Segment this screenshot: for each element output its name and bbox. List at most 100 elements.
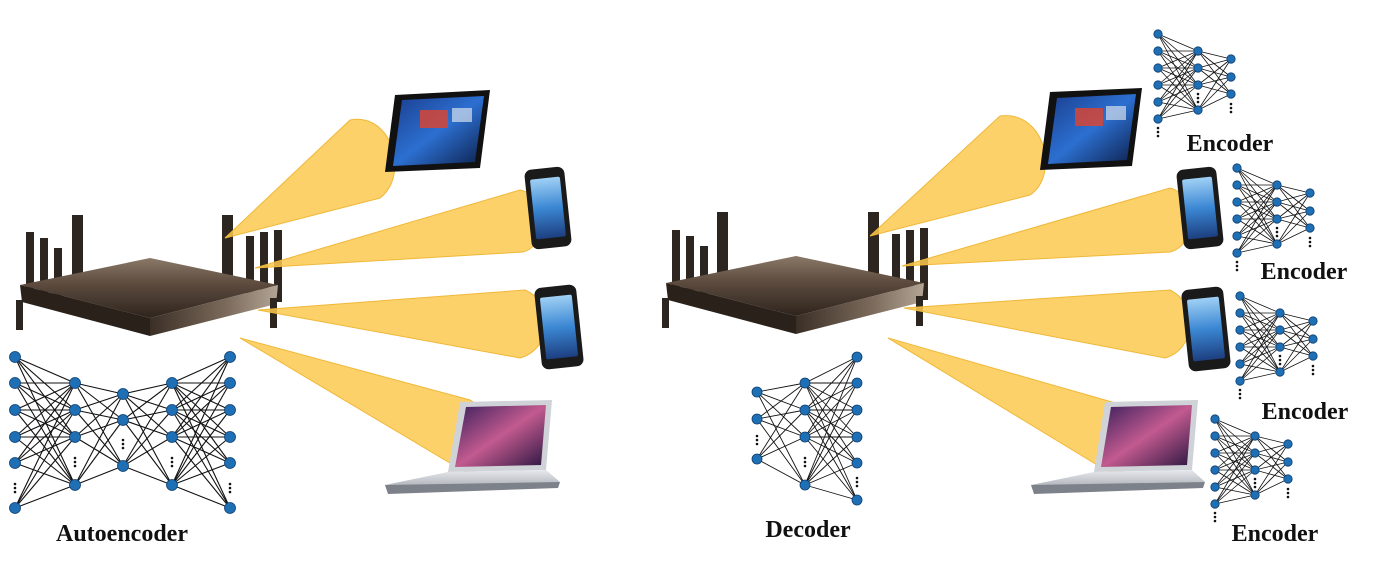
beam-to-phone-2 [257,289,547,359]
nn-node [1250,490,1260,500]
nn-ellipsis-dot [1308,244,1312,248]
nn-node [224,404,236,416]
nn-edge [1236,184,1278,203]
nn-edge [1276,184,1311,212]
encoder-network-2 [1232,163,1315,272]
nn-edge [1214,435,1256,488]
nn-edge [74,465,124,486]
nn-edge [804,436,858,501]
nn-node [799,377,811,389]
nn-node [1193,80,1203,90]
nn-node [751,386,763,398]
nn-ellipsis-dot [1238,392,1242,396]
nn-ellipsis-dot [1156,130,1160,134]
laptop-right [1031,400,1205,494]
nn-ellipsis-dot [803,464,807,468]
nn-ellipsis-dot [1275,226,1279,230]
nn-edge [1236,235,1278,245]
nn-edge [1236,243,1278,254]
nn-ellipsis-dot [1238,388,1242,392]
nn-ellipsis-dot [1213,511,1217,515]
nn-edge [804,409,858,464]
nn-edge [1239,295,1281,314]
nn-node [1272,180,1282,190]
nn-edge [1214,435,1256,471]
nn-edge [122,409,173,467]
nn-edge [1239,346,1281,382]
nn-edge [1157,50,1199,111]
nn-edge [1197,93,1232,111]
nn-edge [14,382,76,509]
label-decoder: Decoder [765,517,851,543]
nn-edge [1214,418,1256,437]
nn-ellipsis-dot [855,484,859,488]
nn-edge [74,419,124,438]
nn-edge [1214,452,1256,496]
nn-node [117,388,129,400]
nn-node [1283,474,1293,484]
beam-to-tablet-r [869,115,1046,237]
nn-edge [1197,76,1232,86]
nn-node [69,479,81,491]
nn-edge [1254,435,1289,445]
nn-edge [1239,312,1281,348]
nn-ellipsis-dot [855,476,859,480]
nn-node [1235,342,1245,352]
nn-edge [1157,50,1199,120]
nn-edge [74,393,124,411]
nn-node [1308,351,1318,361]
nn-edge [1239,346,1281,373]
nn-edge [1236,167,1278,245]
nn-edge [1279,338,1314,348]
nn-ellipsis-dot [1253,481,1257,485]
nn-node [1275,342,1285,352]
nn-edge [1239,312,1281,382]
nn-ellipsis-dot [1196,100,1200,104]
nn-edge [804,436,858,464]
nn-edge [756,382,806,420]
nn-edge [14,484,76,509]
nn-edge [756,418,806,438]
nn-node [166,377,178,389]
nn-node [1153,97,1163,107]
nn-ellipsis-dot [1229,110,1233,114]
nn-edge [1197,58,1232,86]
nn-ellipsis-dot [1308,240,1312,244]
nn-edge [1279,320,1314,373]
nn-node [851,494,863,506]
nn-node [166,479,178,491]
nn-edge [1236,218,1278,254]
nn-ellipsis-dot [13,482,17,486]
nn-ellipsis-dot [803,460,807,464]
nn-node [1232,214,1242,224]
nn-node [1250,448,1260,458]
encoder-network-3 [1235,291,1318,400]
nn-ellipsis-dot [73,460,77,464]
nn-ellipsis-dot [1311,368,1315,372]
nn-edge [14,409,76,509]
nn-edge [171,356,231,384]
nn-node [799,404,811,416]
nn-ellipsis-dot [803,456,807,460]
nn-ellipsis-dot [170,464,174,468]
nn-node [224,351,236,363]
nn-edge [804,409,858,486]
nn-edge [1279,355,1314,373]
nn-node [1305,188,1315,198]
nn-edge [1157,101,1199,111]
beam-to-tablet [224,118,396,239]
nn-node [1235,359,1245,369]
nn-node [1153,63,1163,73]
nn-ellipsis-dot [1235,268,1239,272]
nn-edge [1214,435,1256,496]
nn-edge [756,458,806,486]
nn-node [117,460,129,472]
nn-edge [1214,494,1256,505]
tablet-left [385,90,490,172]
nn-edge [14,356,76,486]
nn-node [1210,414,1220,424]
nn-edge [1214,435,1256,505]
nn-node [851,404,863,416]
nn-edge [1239,312,1281,365]
nn-edge [1197,76,1232,111]
